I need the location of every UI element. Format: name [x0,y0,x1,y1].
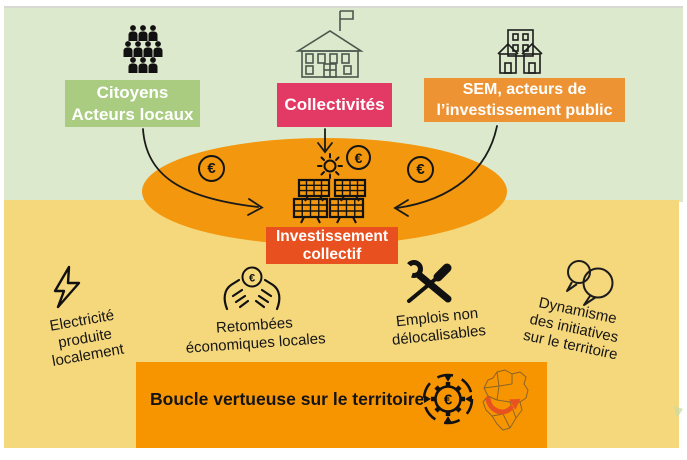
euro-coin-icon: € [407,156,434,183]
sem-box: SEM, acteurs de l’investissement public [424,78,625,122]
gear-euro-cycle-icon: € [422,373,474,425]
france-map-icon [482,369,529,431]
euro-coin-icon: € [198,155,225,182]
hands-euro-icon: € [223,266,281,311]
tools-icon [405,260,452,303]
arrow-from-sem [396,125,498,209]
citizens-line1: Citoyens [96,82,169,102]
sem-line2: l’investissement public [436,102,613,119]
svg-text:€: € [444,392,453,409]
arrow-from-citizens [142,128,259,208]
collective-investment-box: Investissement collectif [266,227,398,264]
collectivities-label: Collectivités [284,95,385,114]
speech-bubbles-icon [566,260,614,306]
collectivities-box: Collectivités [277,83,392,127]
investment-line2: collectif [302,245,362,263]
buildings-icon [497,29,543,74]
citizens-line2: Acteurs locaux [71,104,194,124]
investment-line1: Investissement [276,227,388,245]
edge-artifact [674,406,683,418]
banner-title: Boucle vertueuse sur le territoire [150,389,425,409]
solar-panels-icon [292,178,367,224]
virtuous-loop-banner: Boucle vertueuse sur le territoire [136,362,547,448]
sem-line1: SEM, acteurs de [462,81,587,98]
citizens-box: Citoyens Acteurs locaux [65,80,200,127]
sun-icon [317,153,343,179]
lightning-icon [53,265,81,309]
flow-arrows [142,125,498,217]
town-hall-icon [295,10,364,78]
euro-coin-icon: € [346,145,371,170]
svg-text:€: € [249,273,255,285]
crowd-icon [123,25,163,73]
